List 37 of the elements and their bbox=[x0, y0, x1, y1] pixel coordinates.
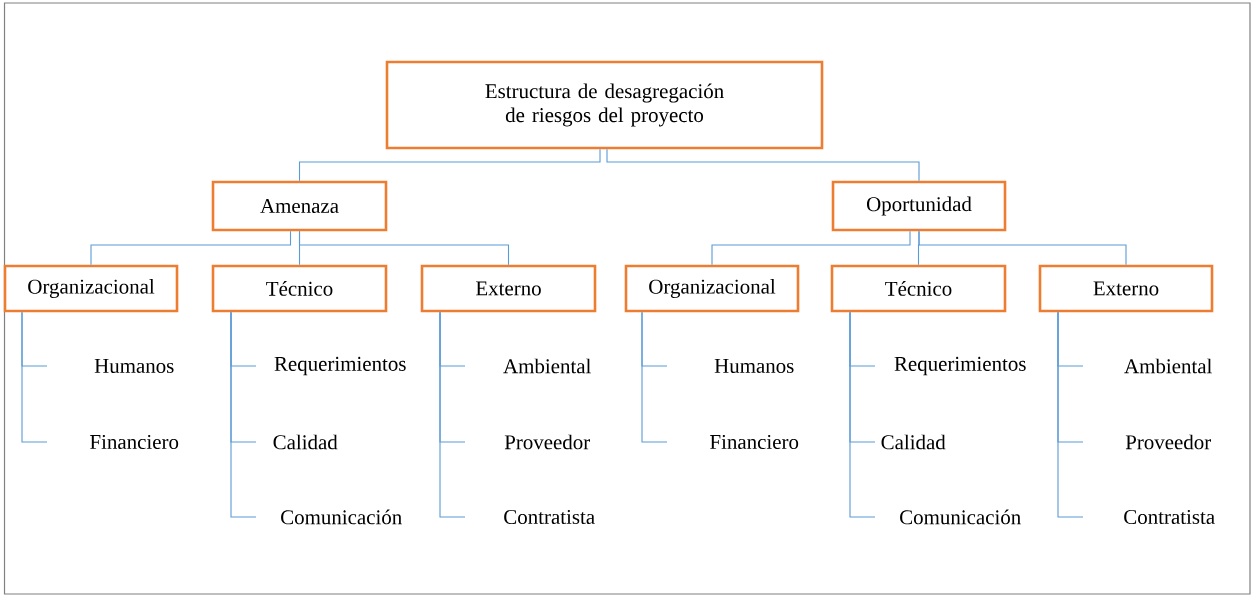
box: Organizacional bbox=[3, 264, 179, 313]
label: Humanos bbox=[94, 359, 174, 373]
label: Contratista bbox=[504, 509, 595, 524]
connector bbox=[849, 311, 876, 518]
label: Ambiental bbox=[1124, 358, 1212, 374]
label: Requerimientos bbox=[274, 356, 406, 376]
label: Proveedor bbox=[504, 434, 590, 450]
box: Técnico bbox=[211, 264, 388, 313]
connector bbox=[298, 148, 601, 182]
label: Financiero bbox=[90, 434, 179, 449]
connector bbox=[90, 230, 292, 266]
connector bbox=[606, 148, 920, 182]
label: Proveedor bbox=[1125, 434, 1211, 450]
connector bbox=[641, 311, 668, 443]
connector bbox=[21, 311, 48, 443]
box: Externo bbox=[420, 264, 597, 313]
label: Calidad bbox=[273, 434, 338, 450]
label: Contratista bbox=[1124, 509, 1215, 524]
connector bbox=[711, 230, 911, 266]
label: Calidad bbox=[881, 434, 946, 450]
box: Externo bbox=[1038, 264, 1214, 313]
connector bbox=[1057, 311, 1084, 518]
box: Estructura de desagregación de riesgos del proyecto bbox=[385, 60, 824, 150]
label: Comunicación bbox=[281, 509, 402, 525]
connector bbox=[230, 311, 257, 518]
connector bbox=[298, 230, 510, 266]
label: Ambiental bbox=[503, 358, 591, 374]
label: Requerimientos bbox=[894, 356, 1026, 376]
connector bbox=[439, 311, 466, 518]
box: Oportunidad bbox=[831, 180, 1007, 232]
box: Técnico bbox=[830, 264, 1007, 313]
label: Humanos bbox=[714, 359, 794, 373]
label: Comunicación bbox=[900, 509, 1021, 525]
box: Organizacional bbox=[624, 264, 800, 313]
label: Financiero bbox=[710, 434, 799, 449]
box: Amenaza bbox=[211, 180, 388, 232]
connector bbox=[918, 230, 1127, 266]
